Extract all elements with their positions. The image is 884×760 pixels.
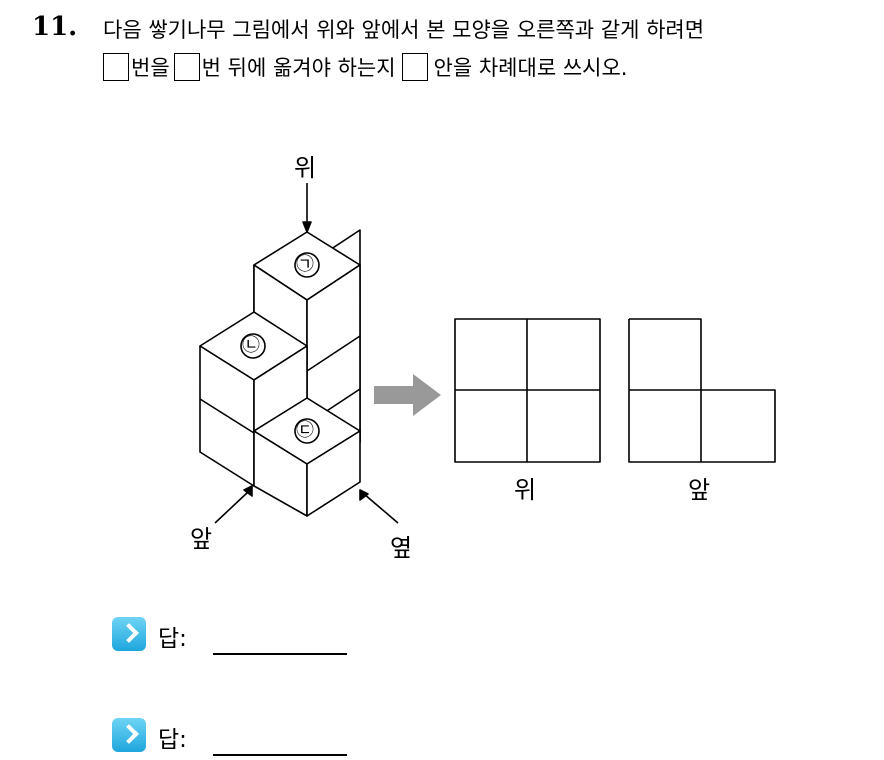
direction-label-top: 위: [294, 154, 317, 182]
direction-label-front: 앞: [190, 525, 213, 553]
arrow-side-direction: [363, 493, 399, 524]
block-label-nieun: ㉡: [242, 335, 260, 356]
question-text-part3: 안을 차례대로 쓰시오.: [433, 56, 628, 80]
answer-blank-box-3: [401, 53, 428, 81]
answer-blank-box-2: [173, 53, 200, 81]
top-view-grid: [454, 318, 601, 463]
block-label-giyeok: ㉠: [296, 254, 314, 275]
front-view-grid: [628, 318, 776, 463]
answer-input-line-1[interactable]: [213, 653, 347, 655]
chevron-right-icon: [112, 617, 146, 651]
circle-nieun-marker: [240, 333, 266, 359]
answer-row-1: 답:: [112, 617, 347, 655]
answer-label-2: 답:: [158, 727, 187, 753]
question-text-line2: 번을 번 뒤에 옮겨야 하는지 안을 차례대로 쓰시오.: [103, 52, 627, 82]
question-number: 11.: [32, 12, 78, 42]
question-text-part2: 번 뒤에 옮겨야 하는지: [201, 56, 396, 80]
block-label-digeut: ㉢: [296, 420, 314, 441]
view-label-front: 앞: [688, 476, 711, 504]
answer-blank-box-1: [103, 53, 129, 81]
answer-label-1: 답:: [158, 626, 187, 652]
chevron-right-icon: [112, 718, 146, 752]
question-text-part1: 번을: [131, 56, 170, 80]
question-text-line1: 다음 쌓기나무 그림에서 위와 앞에서 본 모양을 오른쪽과 같게 하려면: [103, 18, 705, 42]
circle-digeut-marker: [294, 418, 320, 444]
transform-arrow-icon: [374, 374, 441, 416]
view-label-top: 위: [514, 476, 537, 504]
circle-giyeok-marker: [294, 252, 320, 278]
arrow-front-direction: [214, 491, 249, 524]
direction-label-side: 옆: [390, 534, 413, 562]
answer-input-line-2[interactable]: [213, 754, 347, 756]
answer-row-2: 답:: [112, 718, 347, 756]
